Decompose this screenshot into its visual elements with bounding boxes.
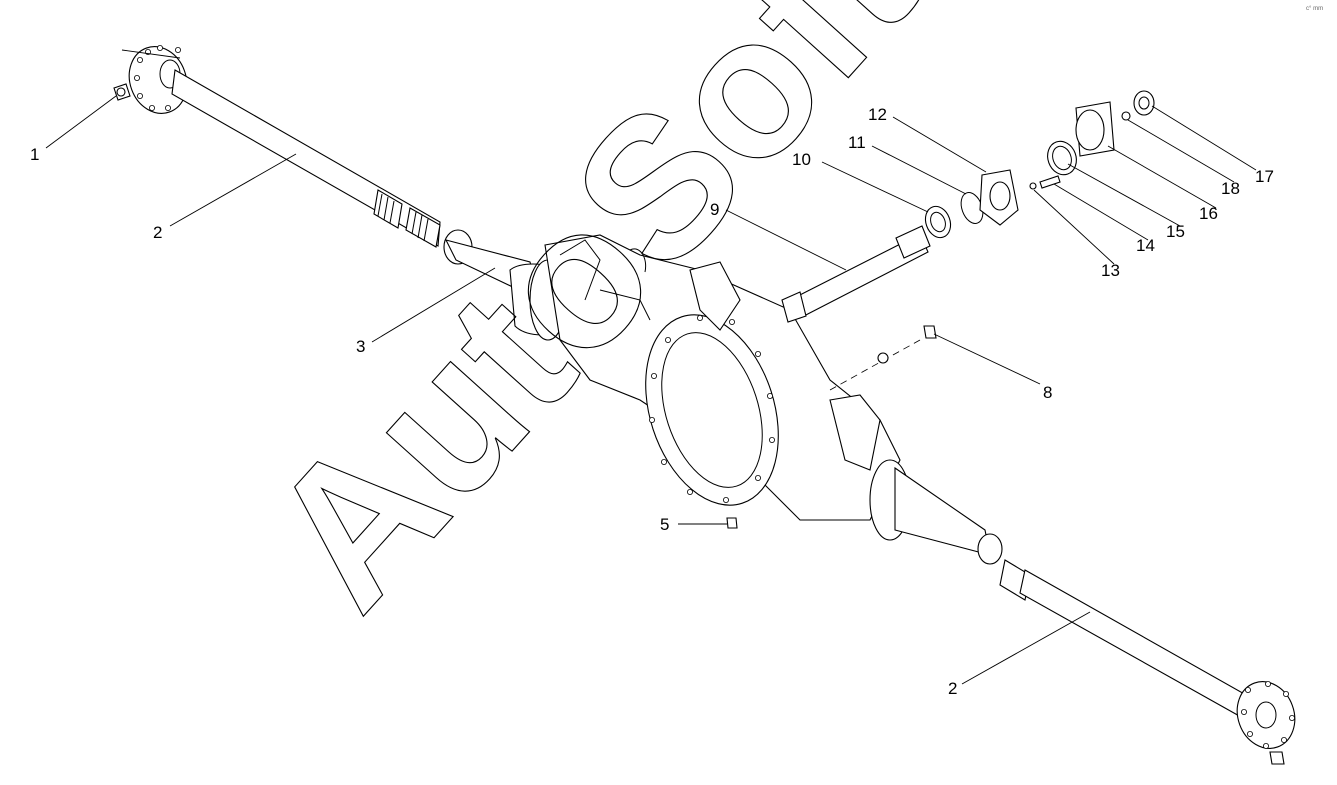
watermark-text: AutoSoft (226, 0, 957, 649)
corner-mark: c° mm (1306, 6, 1323, 12)
axle-housing-body (544, 234, 921, 521)
right-axle-shaft (999, 559, 1296, 765)
plug-part-5 (726, 517, 738, 529)
bolt-part-1 (113, 83, 131, 101)
callout-14: 14 (1136, 236, 1155, 255)
callout-2a: 2 (153, 223, 162, 242)
axle-housing-right-tube (869, 459, 1003, 565)
callout-2b: 2 (948, 679, 957, 698)
callout-13: 13 (1101, 261, 1120, 280)
callout-10: 10 (792, 150, 811, 169)
pinion-assembly (781, 90, 1155, 323)
callout-5: 5 (660, 515, 669, 534)
plug-part-8 (877, 325, 937, 364)
callout-16: 16 (1199, 204, 1218, 223)
callout-9: 9 (710, 200, 719, 219)
callout-8: 8 (1043, 383, 1052, 402)
callout-12: 12 (868, 105, 887, 124)
left-axle-shaft (121, 45, 441, 248)
callout-3: 3 (356, 337, 365, 356)
callout-15: 15 (1166, 222, 1185, 241)
callout-1: 1 (30, 145, 39, 164)
callout-18: 18 (1221, 179, 1240, 198)
callout-11: 11 (848, 133, 866, 152)
callout-17: 17 (1255, 167, 1274, 186)
leader-lines (45, 95, 1257, 685)
